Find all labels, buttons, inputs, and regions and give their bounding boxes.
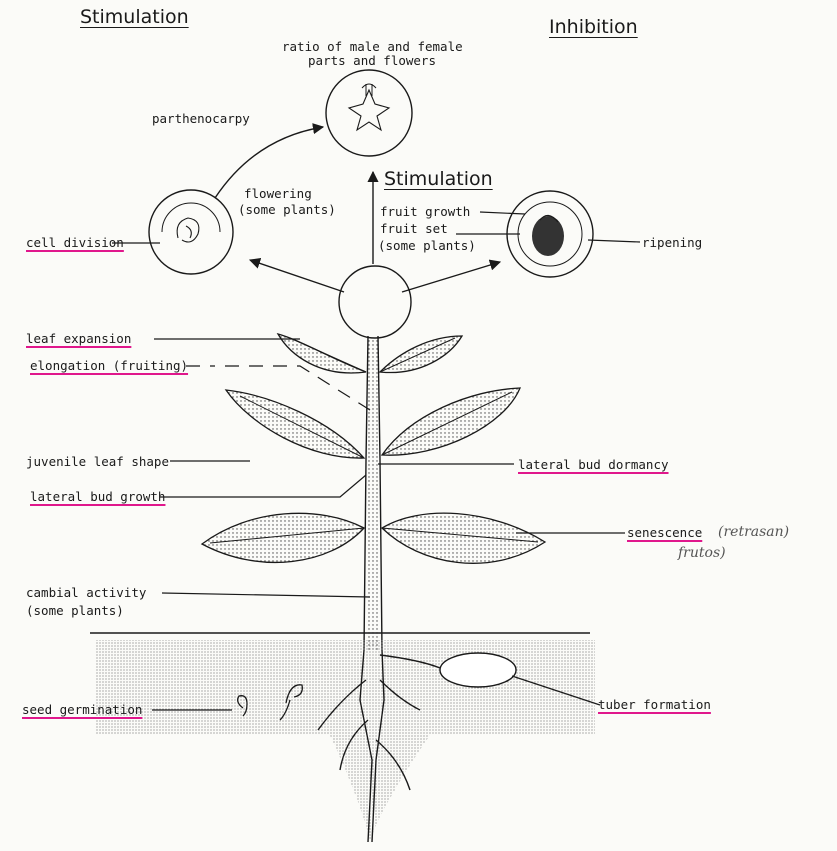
cell-division-label: cell division (26, 236, 124, 250)
sex-ratio-line-2: parts and flowers (282, 54, 462, 68)
leaf-top-right (380, 336, 462, 373)
cambial-activity-label: cambial activity (26, 586, 146, 600)
flowering-label: flowering (244, 187, 312, 201)
senescence-label: senescence (627, 526, 702, 540)
heading-inhibition: Inhibition (549, 16, 638, 38)
flower-circle (326, 70, 412, 156)
handwritten-note-line-2: frutos) (678, 545, 726, 562)
fruit-set-label: fruit set (380, 222, 448, 236)
flowering-some-plants-label: (some plants) (238, 203, 336, 217)
hormone-circle (339, 266, 411, 338)
sex-ratio-label: ratio of male and female parts and flowe… (282, 40, 462, 69)
fruit-set-some-plants-label: (some plants) (378, 239, 476, 253)
leaf-expansion-label: leaf expansion (26, 332, 131, 346)
ripening-label: ripening (642, 236, 702, 250)
handwritten-note-line-1: (retrasan) (718, 524, 789, 541)
lateral-bud-dormancy-label: lateral bud dormancy (518, 458, 669, 472)
juvenile-leaf-shape-label: juvenile leaf shape (26, 455, 169, 469)
tuber-formation-label: tuber formation (598, 698, 711, 712)
elongation-label: elongation (fruiting) (30, 359, 188, 373)
leaf-top-left (278, 334, 366, 373)
seed-germination-label: seed germination (22, 703, 142, 717)
fruit-growth-label: fruit growth (380, 205, 470, 219)
leaf-low-right (382, 513, 545, 563)
lateral-bud-growth-label: lateral bud growth (30, 490, 165, 504)
heading-stimulation-center: Stimulation (384, 168, 493, 190)
cambial-some-plants-label: (some plants) (26, 604, 124, 618)
sex-ratio-line-1: ratio of male and female (282, 40, 462, 54)
tuber (440, 653, 516, 687)
leaf-low-left (202, 513, 364, 562)
heading-stimulation-left: Stimulation (80, 6, 189, 28)
parthenocarpy-label: parthenocarpy (152, 112, 250, 126)
